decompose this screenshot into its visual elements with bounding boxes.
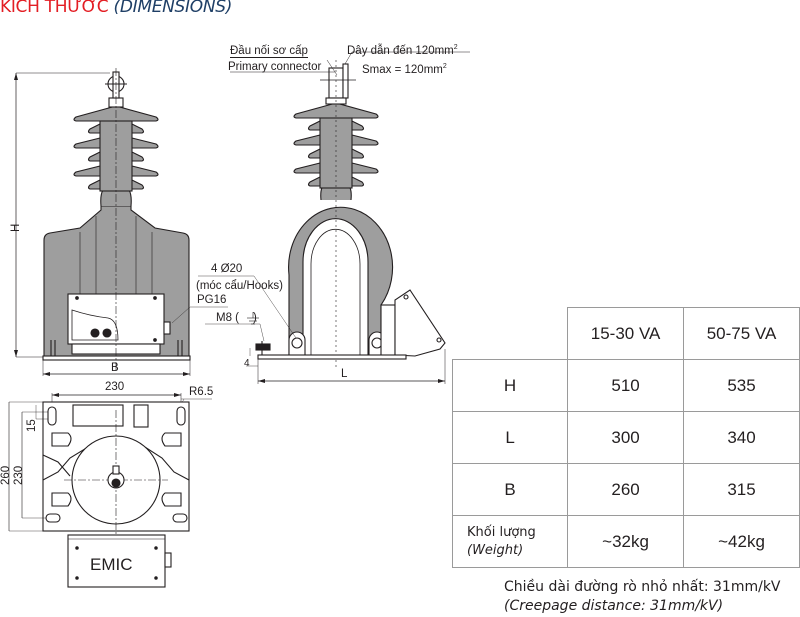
title-vietnamese: KÍCH THƯỚC — [0, 0, 109, 17]
table-cell: 510 — [567, 359, 685, 412]
table-cell: 315 — [683, 463, 800, 516]
table-corner — [452, 307, 569, 360]
table-cell: 535 — [683, 359, 800, 412]
hooks-label: (móc cẩu/Hooks) — [196, 280, 283, 292]
creepage-note-en: (Creepage distance: 31mm/kV) — [504, 598, 724, 614]
front-view — [14, 68, 191, 376]
front-base-plate — [42, 355, 191, 361]
depth-outer-label: 260 — [0, 465, 12, 485]
creepage-note-vi: Chiều dài đường rò nhỏ nhất: 31mm/kV — [504, 579, 781, 595]
height-label: H — [10, 223, 22, 232]
table-cell: ~32kg — [567, 515, 685, 568]
conductor-label: Dây dẫn đến 120mm2 — [347, 44, 458, 57]
width-label: B — [111, 362, 119, 374]
table-row: L 300 340 — [451, 411, 800, 464]
table-cell: 300 — [567, 411, 685, 464]
creepage-note: Chiều dài đường rò nhỏ nhất: 31mm/kV (Cr… — [504, 578, 781, 616]
table-row-weight: Khối lượng (Weight) ~32kg ~42kg — [451, 515, 800, 568]
table-cell: ~42kg — [683, 515, 800, 568]
table-cell: 340 — [683, 411, 800, 464]
gland-label: PG16 — [197, 294, 227, 306]
column-header: 15-30 VA — [567, 307, 685, 360]
side-base-plate — [257, 354, 407, 360]
title-english: (DIMENSIONS) — [113, 0, 233, 17]
section-title: KÍCH THƯỚC (DIMENSIONS) — [0, 0, 232, 17]
weight-row-label: Khối lượng (Weight) — [451, 515, 569, 568]
offset-label: 15 — [26, 419, 38, 432]
row-label: B — [451, 463, 569, 516]
bottom-view — [8, 393, 212, 588]
hooks-count-label: 4 Ø20 — [211, 263, 243, 275]
table-cell: 260 — [567, 463, 685, 516]
weight-label-en: (Weight) — [467, 542, 524, 558]
nameplate — [67, 534, 166, 588]
weight-label-vi: Khối lượng — [467, 524, 536, 540]
row-label: H — [451, 359, 569, 412]
earth-label: M8 () — [216, 312, 257, 324]
spec-table: 15-30 VA 50-75 VA H 510 535 L 300 340 B … — [451, 307, 800, 568]
smax-label: Smax = 120mm2 — [362, 63, 447, 76]
side-view — [171, 51, 470, 384]
row-label: L — [451, 411, 569, 464]
hole-spacing-label: 230 — [105, 381, 125, 393]
side-terminal-box — [394, 289, 446, 357]
base-thickness-label: 4 — [244, 358, 250, 369]
nameplate-text: EMIC — [90, 555, 133, 574]
table-header-row: 15-30 VA 50-75 VA — [452, 307, 800, 360]
column-header: 50-75 VA — [683, 307, 800, 360]
primary-connector-vi-label: Đầu nối sơ cấp — [230, 45, 308, 58]
primary-connector-en-label: Primary connector — [228, 61, 322, 73]
primary-connector — [320, 63, 356, 105]
table-row: H 510 535 — [451, 359, 800, 412]
length-label: L — [341, 368, 348, 380]
depth-holes-label: 230 — [13, 465, 25, 485]
radius-label: R6.5 — [189, 386, 214, 398]
table-row: B 260 315 — [451, 463, 800, 516]
